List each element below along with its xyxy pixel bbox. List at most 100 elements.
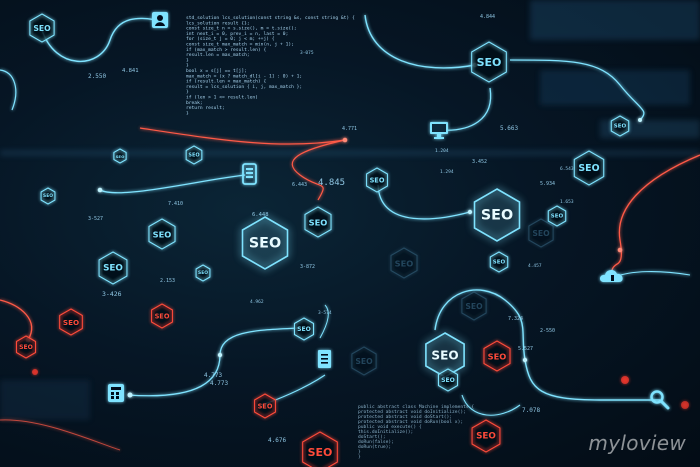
number-label: 3-574 [318, 310, 332, 316]
connector-line [509, 59, 645, 121]
number-label: 6.443 [292, 182, 307, 188]
hexagon-outline [366, 167, 388, 193]
connector-line [99, 174, 246, 194]
monitor-icon [430, 122, 448, 139]
node-dot [32, 369, 38, 375]
number-label: 4.773 [210, 380, 228, 387]
code-line: const size_t max_match = min(n, j + 1); [186, 42, 294, 48]
connector-line [377, 184, 471, 220]
hexagon-outline [351, 346, 377, 376]
seo-hexagon: SEO [195, 264, 211, 282]
hexagon-label: SEO [258, 403, 273, 411]
node-dot [467, 209, 473, 215]
connector-line [291, 139, 346, 201]
seo-hexagon: SEO [113, 148, 127, 164]
seo-hexagon: SEO [15, 335, 37, 359]
hexagon-outline [573, 150, 605, 186]
connector-line [41, 17, 161, 63]
hexagon-outline [610, 115, 630, 137]
document-icon [318, 350, 331, 368]
hexagon-outline [293, 317, 315, 341]
hexagon-label: SEO [309, 218, 328, 228]
connector-line [139, 127, 346, 145]
hexagon-outline [483, 340, 511, 372]
number-label: 4.676 [268, 437, 286, 444]
connection-lines [0, 14, 700, 451]
hexagon-label: SEO [43, 193, 53, 199]
connector-line [319, 304, 329, 339]
connector-line [611, 271, 691, 279]
number-label: 4.845 [318, 178, 345, 188]
connector-line [364, 14, 476, 69]
connector-line [461, 394, 521, 416]
hexagon-outline [473, 188, 521, 242]
number-label: 3.452 [472, 159, 487, 165]
seo-hexagon: SEO [483, 340, 511, 372]
number-label: 3-075 [300, 50, 314, 56]
code-line: max_match = (x ? match_dl[i - 1] : 0) + … [186, 73, 302, 79]
number-label: 5.527 [518, 346, 533, 352]
seo-hexagon: SEO [610, 115, 630, 137]
seo-hexagon: SEO [390, 247, 418, 279]
code-line: result = lcs_solution { i, j, max_match … [186, 84, 302, 90]
code-line: doRun(true); [358, 444, 391, 450]
hexagon-label: SEO [578, 163, 599, 174]
code-line: } [358, 454, 361, 460]
hexagon-outline [461, 291, 487, 321]
hexagon-outline [113, 148, 127, 164]
number-label: 3-426 [102, 290, 122, 298]
hexagon-outline [15, 335, 37, 359]
hexagon-label: SEO [532, 229, 550, 238]
seo-hexagon: SEO [302, 431, 338, 467]
seo-hexagon: SEO [185, 145, 203, 165]
hexagon-label: SEO [103, 264, 123, 274]
number-label: 4.457 [528, 263, 542, 269]
hexagon-outline [195, 264, 211, 282]
hexagon-outline [40, 187, 56, 205]
number-label: 4.844 [480, 14, 495, 20]
number-label: 2-550 [540, 328, 555, 334]
node-dot [621, 376, 629, 384]
code-block-bottom: public abstract class Machine implements… [358, 404, 474, 460]
seo-hexagon: SEO [151, 303, 173, 329]
code-line: lcs_solution result {}; [186, 20, 250, 26]
code-line: } [358, 449, 361, 455]
mobile-phone-icon [242, 163, 257, 185]
hexagon-label: SEO [153, 230, 172, 240]
search-icon [650, 390, 670, 410]
hexagon-outline [59, 308, 83, 336]
connector-line [0, 419, 121, 451]
node-dot [342, 137, 348, 143]
number-label: 2.153 [160, 278, 175, 284]
calculator-icon [108, 384, 124, 402]
seo-hexagon: SEO [29, 13, 55, 43]
seo-hexagon: SEO [366, 167, 388, 193]
hexagon-outline [185, 145, 203, 165]
hexagon-outline [390, 247, 418, 279]
seo-hexagons: SEO SEO SEO SEO SEO SEO SEO SEO SEO SEO SEO SEO SEO S… [15, 13, 630, 467]
hexagon-label: SEO [19, 344, 33, 351]
hexagon-outline [304, 206, 332, 238]
number-label: 1.653 [560, 199, 574, 205]
hexagon-label: SEO [63, 318, 79, 327]
number-label: 4.773 [204, 372, 222, 379]
node-dot [638, 118, 642, 122]
code-line: } [186, 63, 189, 69]
code-line: protected abstract void doStart(); [358, 414, 452, 420]
code-block-top: std_solution lcs_solution(const string &… [186, 15, 355, 116]
code-line: } [186, 57, 189, 63]
code-line: if (max_match > result.len) { [186, 47, 266, 53]
hexagon-label: SEO [465, 302, 483, 311]
code-line: return result; [186, 105, 225, 111]
connector-line [0, 299, 33, 341]
seo-hexagon: SEO [489, 251, 509, 273]
hexagon-label: SEO [33, 24, 51, 33]
node-dot [522, 357, 528, 363]
number-label: 7.078 [522, 407, 540, 414]
code-line: break; [186, 100, 203, 106]
code-line: protected abstract void doInitialize(); [358, 409, 466, 415]
code-line: const size_t n = s.size(), m = t.size(); [186, 26, 297, 32]
hexagon-label: SEO [551, 214, 564, 220]
cloud-icon [599, 269, 623, 282]
